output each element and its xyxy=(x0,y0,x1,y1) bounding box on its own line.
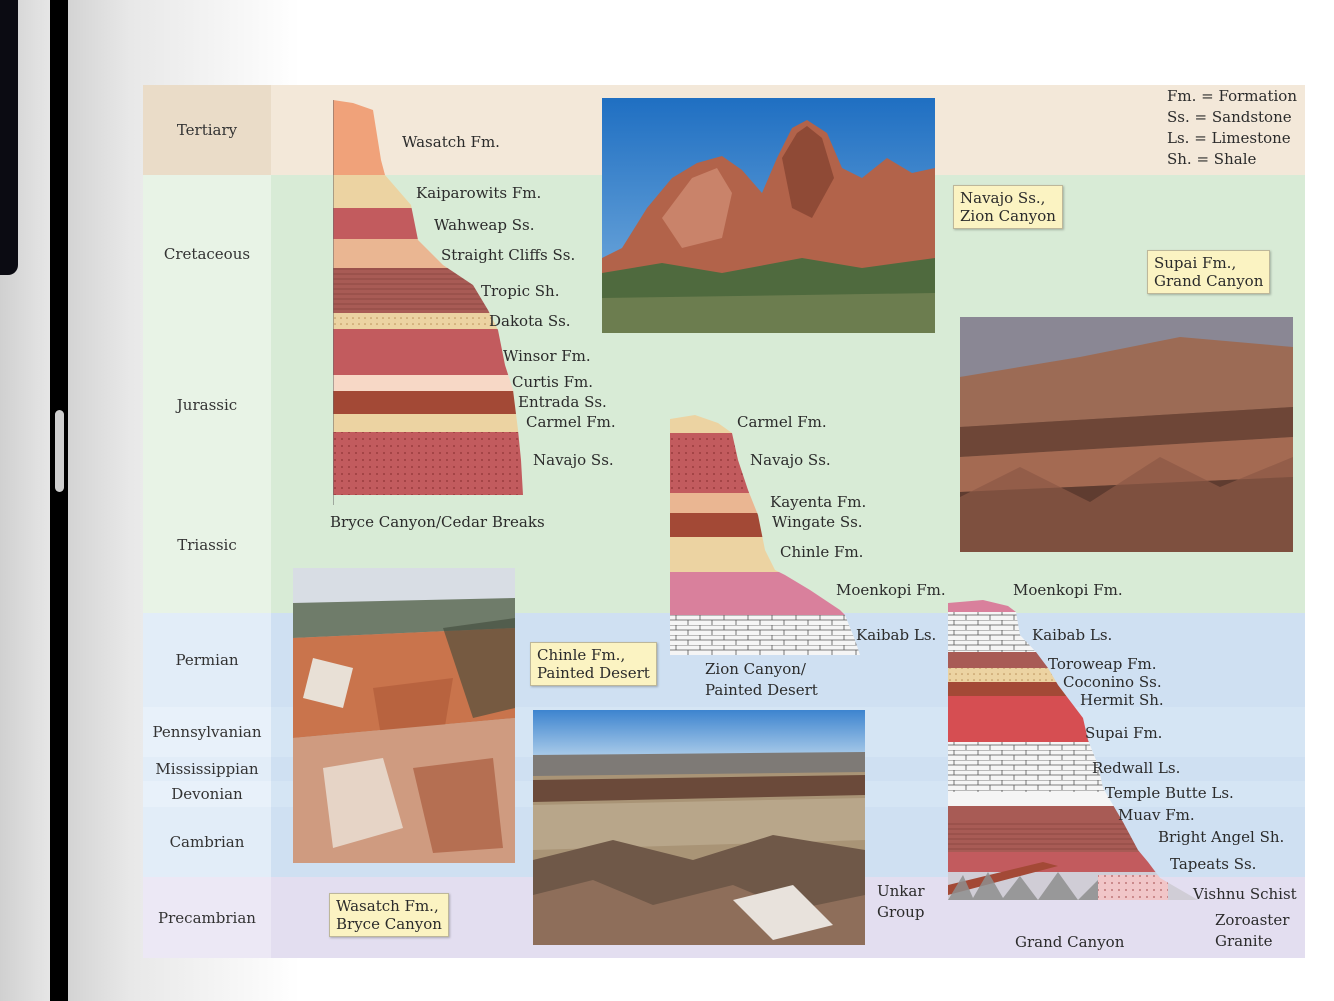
grand-unit-zoroaster: Zoroaster xyxy=(1215,911,1290,929)
grand-unit-vishnu: Vishnu Schist xyxy=(1193,885,1297,903)
caption-line: Bryce Canyon xyxy=(336,915,442,933)
grand-unit-temple-butte: Temple Butte Ls. xyxy=(1105,784,1234,802)
grand-unit-kaibab: Kaibab Ls. xyxy=(1032,626,1113,644)
device-bezel xyxy=(50,0,68,1001)
bryce-unit-curtis: Curtis Fm. xyxy=(512,373,593,391)
zion-unit-carmel: Carmel Fm. xyxy=(737,413,827,431)
era-name: Mississippian xyxy=(155,760,259,778)
bryce-unit-carmel: Carmel Fm. xyxy=(526,413,616,431)
bryce-layer-entrada xyxy=(333,391,523,414)
device-notch xyxy=(0,0,18,275)
grand-layer-kaibab xyxy=(948,612,1198,652)
bryce-unit-entrada: Entrada Ss. xyxy=(518,393,607,411)
caption-line: Zion Canyon xyxy=(960,207,1056,225)
zion-canyon-photo xyxy=(602,98,935,333)
era-name: Devonian xyxy=(171,785,243,803)
bryce-layer-navajo xyxy=(333,432,523,495)
era-label-pennsylvanian: Pennsylvanian xyxy=(143,707,271,757)
grand-unit-supai: Supai Fm. xyxy=(1085,724,1163,742)
supai-grand-canyon-photo xyxy=(960,317,1293,552)
caption-line: Navajo Ss., xyxy=(960,189,1046,207)
bryce-column xyxy=(333,100,523,505)
era-name: Triassic xyxy=(177,536,237,554)
era-label-mississippian: Mississippian xyxy=(143,757,271,781)
era-label-cretaceous: Cretaceous xyxy=(143,175,271,333)
era-label-tertiary: Tertiary xyxy=(143,85,271,175)
bryce-unit-kaiparowits: Kaiparowits Fm. xyxy=(416,184,542,202)
era-label-cambrian: Cambrian xyxy=(143,807,271,877)
grand-unit-bright-angel: Bright Angel Sh. xyxy=(1158,828,1285,846)
grand-unit-tapeats: Tapeats Ss. xyxy=(1170,855,1257,873)
grand-unit-granite: Granite xyxy=(1215,932,1273,950)
zion-unit-moenkopi: Moenkopi Fm. xyxy=(836,581,946,599)
bryce-unit-wahweap: Wahweap Ss. xyxy=(434,216,535,234)
caption-line: Wasatch Fm., xyxy=(336,897,439,915)
zion-column xyxy=(670,415,860,655)
grand-layer-zoroaster xyxy=(1098,875,1168,900)
bryce-column-label: Bryce Canyon/Cedar Breaks xyxy=(330,513,545,531)
bryce-unit-wasatch: Wasatch Fm. xyxy=(402,133,500,151)
caption-line: Grand Canyon xyxy=(1154,272,1264,290)
zion-unit-navajo: Navajo Ss. xyxy=(750,451,831,469)
bryce-unit-winsor: Winsor Fm. xyxy=(503,347,591,365)
grand-unit-muav: Muav Fm. xyxy=(1118,806,1195,824)
zion-column-label-2: Painted Desert xyxy=(705,681,818,699)
grand-layer-moenkopi xyxy=(948,600,1198,612)
bryce-layer-carmel xyxy=(333,414,523,432)
era-name: Cretaceous xyxy=(163,245,251,263)
grand-unit-toroweap: Toroweap Fm. xyxy=(1048,655,1157,673)
era-label-permian: Permian xyxy=(143,613,271,707)
caption-zion: Navajo Ss., Zion Canyon xyxy=(953,185,1063,229)
bryce-layer-winsor xyxy=(333,329,523,375)
zion-unit-kayenta: Kayenta Fm. xyxy=(770,493,867,511)
era-label-devonian: Devonian xyxy=(143,781,271,807)
caption-line: Supai Fm., xyxy=(1154,254,1237,272)
grand-layer-schist xyxy=(948,872,1113,900)
grand-unkar-label-2: Group xyxy=(877,903,925,921)
era-name: Precambrian xyxy=(158,908,256,927)
device-side-button[interactable] xyxy=(55,410,64,492)
zion-unit-kaibab: Kaibab Ls. xyxy=(856,626,937,644)
legend-shale: Sh. = Shale xyxy=(1167,150,1257,168)
era-name: Jurassic xyxy=(176,396,238,414)
era-label-precambrian: Precambrian xyxy=(143,877,271,958)
caption-chinle: Chinle Fm., Painted Desert xyxy=(530,642,657,686)
bryce-unit-navajo: Navajo Ss. xyxy=(533,451,614,469)
bryce-unit-tropic: Tropic Sh. xyxy=(481,282,560,300)
grand-unkar-label-1: Unkar xyxy=(877,882,925,900)
bryce-unit-dakota: Dakota Ss. xyxy=(489,312,571,330)
grand-unit-moenkopi: Moenkopi Fm. xyxy=(1013,581,1123,599)
caption-line: Painted Desert xyxy=(537,664,650,682)
era-name: Cambrian xyxy=(169,833,245,851)
grand-unit-redwall: Redwall Ls. xyxy=(1092,759,1181,777)
bryce-layer-curtis xyxy=(333,375,523,391)
caption-line: Chinle Fm., xyxy=(537,646,626,664)
grand-unit-hermit: Hermit Sh. xyxy=(1080,691,1164,709)
era-name: Tertiary xyxy=(176,121,238,139)
zion-unit-wingate: Wingate Ss. xyxy=(772,513,863,531)
caption-bryce: Wasatch Fm., Bryce Canyon xyxy=(329,893,449,937)
caption-supai: Supai Fm., Grand Canyon xyxy=(1147,250,1271,294)
legend-limestone: Ls. = Limestone xyxy=(1167,129,1291,147)
zion-unit-chinle: Chinle Fm. xyxy=(780,543,864,561)
chinle-painted-desert-photo xyxy=(533,710,865,945)
legend-formation: Fm. = Formation xyxy=(1167,87,1297,105)
bryce-canyon-photo xyxy=(293,568,515,863)
era-name: Pennsylvanian xyxy=(152,723,262,741)
grand-layer-tapeats xyxy=(948,852,1198,872)
era-label-triassic: Triassic xyxy=(143,477,271,613)
zion-layer-kaibab xyxy=(670,615,860,655)
zion-column-label-1: Zion Canyon/ xyxy=(705,660,806,678)
grand-column-label: Grand Canyon xyxy=(1015,933,1125,951)
era-name: Permian xyxy=(175,651,239,669)
grand-unit-coconino: Coconino Ss. xyxy=(1063,673,1162,691)
grand-layer-unkar xyxy=(948,862,1058,895)
era-label-jurassic: Jurassic xyxy=(143,333,271,477)
bryce-unit-straight-cliffs: Straight Cliffs Ss. xyxy=(441,246,576,264)
grand-canyon-column xyxy=(948,600,1198,900)
bryce-layer-dakota xyxy=(333,313,523,329)
legend-sandstone: Ss. = Sandstone xyxy=(1167,108,1292,126)
stratigraphy-figure: Tertiary Cretaceous Jurassic Triassic Pe… xyxy=(143,85,1305,958)
